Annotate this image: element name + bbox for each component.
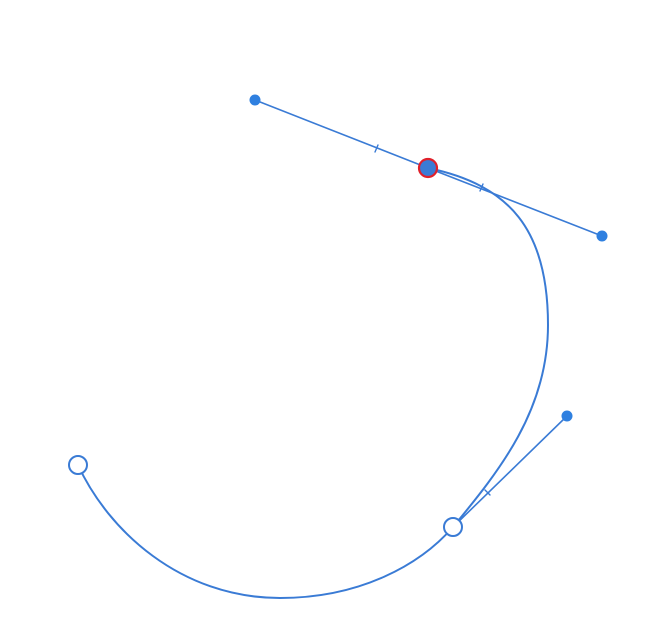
handle-tick-top-out (479, 183, 484, 192)
handle-point-top-in[interactable] (249, 94, 261, 106)
bezier-path[interactable] (77, 167, 549, 599)
anchor-start[interactable] (68, 455, 88, 475)
handle-line-top-in (254, 99, 429, 169)
handle-line-top-out (427, 167, 603, 237)
handle-point-bottom-out[interactable] (561, 410, 573, 422)
handle-group (254, 99, 603, 528)
handle-tick-top-in (374, 144, 379, 153)
handle-point-top-out[interactable] (596, 230, 608, 242)
handle-line-bottom-out (452, 415, 568, 528)
handle-tick-bottom-out (484, 489, 491, 496)
anchor-bottom[interactable] (443, 517, 463, 537)
anchor-top-selected[interactable] (417, 157, 439, 179)
